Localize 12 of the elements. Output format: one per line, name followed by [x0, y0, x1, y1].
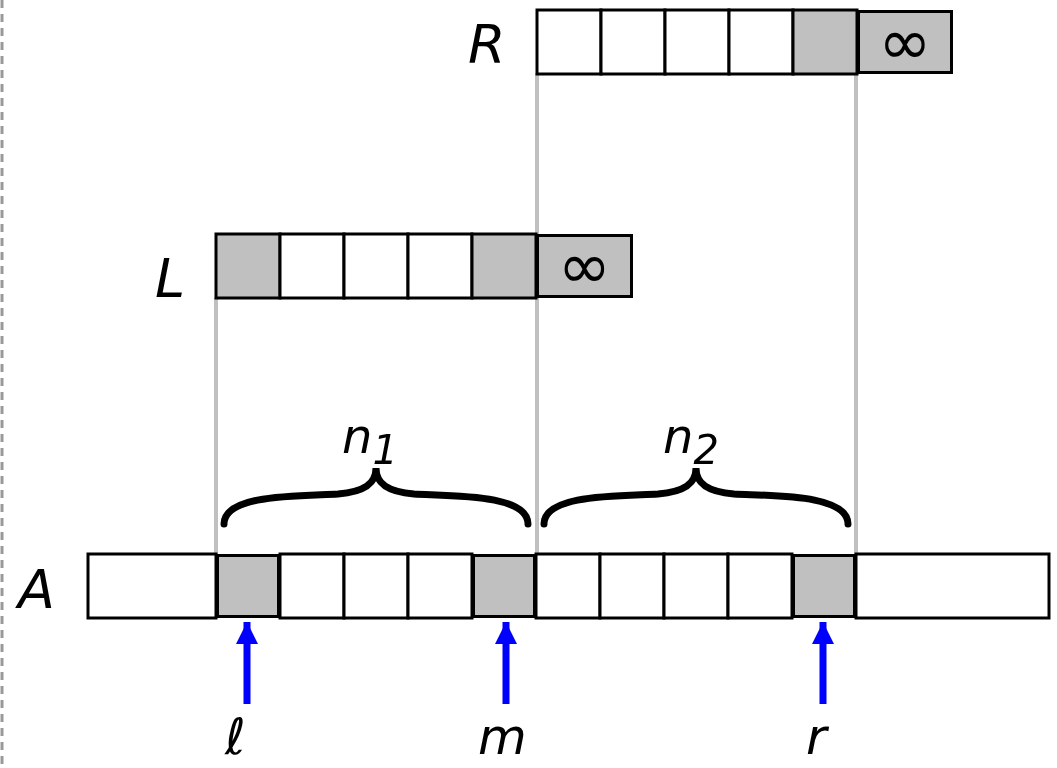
array-cell — [792, 554, 856, 618]
size-label: n$_{1}$ — [342, 412, 398, 470]
pointer-label: m — [478, 712, 527, 762]
pointer-label: ℓ — [225, 712, 246, 762]
size-label: n$_{2}$ — [663, 412, 719, 470]
array-cell — [216, 554, 280, 618]
array-cell — [472, 554, 536, 618]
array-name: R — [468, 18, 506, 72]
pointer-label: r — [806, 712, 827, 762]
array-cell: ∞ — [536, 234, 633, 298]
array-cell: ∞ — [857, 10, 953, 74]
array-name: L — [155, 252, 186, 306]
